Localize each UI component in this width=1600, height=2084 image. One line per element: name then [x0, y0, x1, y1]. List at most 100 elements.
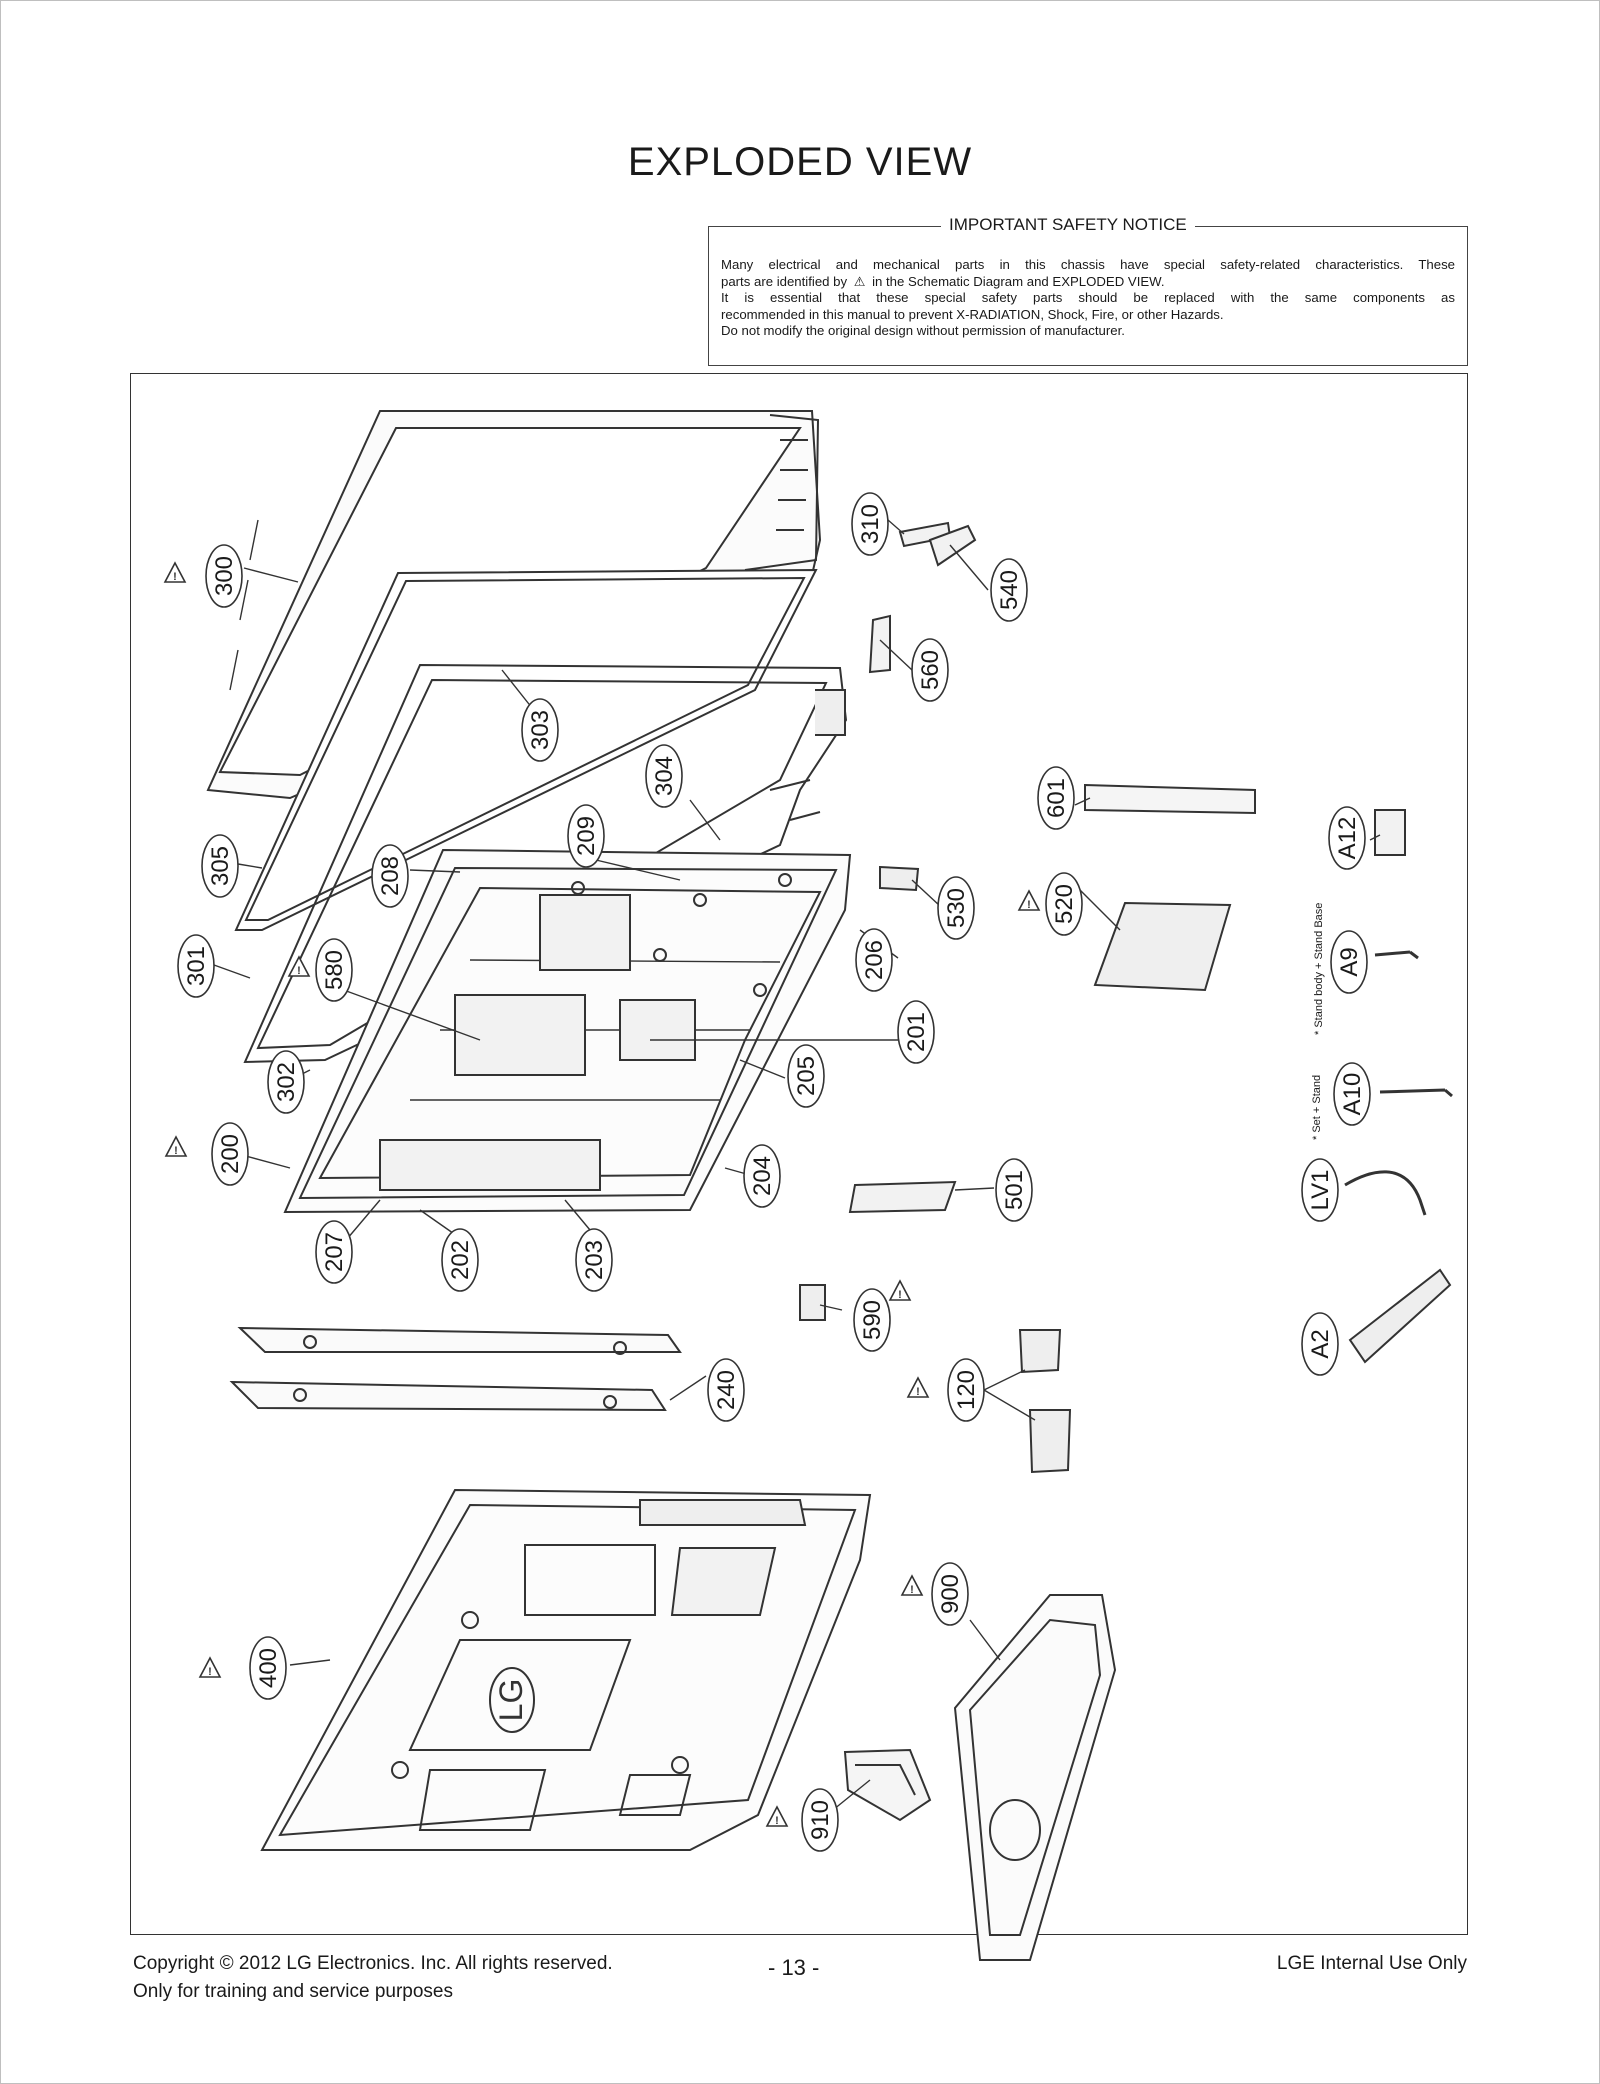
svg-text:207: 207 [321, 1232, 348, 1272]
warning-triangle-icon [1018, 890, 1040, 912]
callout-200: 200 [211, 1122, 249, 1186]
svg-text:A12: A12 [1334, 817, 1361, 860]
notice-line-2b: in the Schematic Diagram and EXPLODED VI… [872, 273, 1165, 289]
footer-internal-use: LGE Internal Use Only [1276, 1953, 1467, 1974]
svg-text:590: 590 [859, 1300, 886, 1340]
footer-copyright: Copyright © 2012 LG Electronics. Inc. Al… [133, 1953, 613, 1974]
notice-line-2a: parts are identified by [721, 273, 848, 289]
page-number: - 13 - [768, 1955, 820, 1980]
lg-logo: LG [493, 1679, 529, 1722]
svg-text:120: 120 [953, 1370, 980, 1410]
svg-text:900: 900 [937, 1574, 964, 1614]
svg-text:302: 302 [273, 1062, 300, 1102]
stand-bracket-part [229, 1326, 682, 1412]
callout-201: 201 [897, 1000, 935, 1064]
part-590-drawing [799, 1284, 826, 1321]
svg-text:300: 300 [211, 556, 238, 596]
callout-530: 530 [937, 876, 975, 940]
stand-base-part [953, 1594, 1117, 1961]
part-A9-drawing [1374, 950, 1419, 960]
notice-line-1: Many electrical and mechanical parts in … [721, 257, 1455, 272]
part-501-drawing [848, 1180, 957, 1214]
callout-520: 520 [1045, 872, 1083, 936]
part-LV1-drawing [1344, 1170, 1427, 1216]
svg-text:520: 520 [1051, 884, 1078, 924]
svg-text:204: 204 [749, 1156, 776, 1196]
svg-text:LV1: LV1 [1307, 1170, 1334, 1211]
part-520-drawing [1093, 901, 1232, 992]
svg-text:A9: A9 [1336, 947, 1363, 976]
svg-text:305: 305 [207, 846, 234, 886]
svg-text:310: 310 [857, 504, 884, 544]
part-601-drawing [1084, 783, 1256, 815]
callout-202: 202 [441, 1228, 479, 1292]
note-set-stand: * Set + Stand [1311, 1075, 1323, 1140]
warning-triangle-icon [901, 1575, 923, 1597]
callout-LV1: LV1 [1301, 1158, 1339, 1222]
callout-540: 540 [990, 558, 1028, 622]
callout-203: 203 [575, 1228, 613, 1292]
callout-206: 206 [855, 928, 893, 992]
part-A2-drawing [1348, 1268, 1452, 1364]
callout-300: 300 [205, 544, 243, 608]
callout-910: 910 [801, 1788, 839, 1852]
callout-304: 304 [645, 744, 683, 808]
part-A10-drawing [1379, 1088, 1453, 1098]
callout-305: 305 [201, 834, 239, 898]
svg-text:601: 601 [1043, 778, 1070, 818]
stand-body-part [843, 1748, 932, 1822]
svg-text:910: 910 [807, 1800, 834, 1840]
callout-560: 560 [911, 638, 949, 702]
footer-purpose: Only for training and service purposes [133, 1981, 453, 2002]
svg-text:203: 203 [581, 1240, 608, 1280]
part-540-drawing [928, 524, 977, 567]
callout-A2: A2 [1301, 1312, 1339, 1376]
svg-text:A10: A10 [1339, 1073, 1366, 1116]
callout-205: 205 [787, 1044, 825, 1108]
callout-302: 302 [267, 1050, 305, 1114]
warning-triangle-icon [199, 1657, 221, 1679]
callout-900: 900 [931, 1562, 969, 1626]
svg-text:501: 501 [1001, 1170, 1028, 1210]
diagram-frame [130, 373, 1468, 1935]
svg-text:208: 208 [377, 856, 404, 896]
notice-line-4: recommended in this manual to prevent X-… [721, 306, 1224, 322]
svg-text:A2: A2 [1307, 1329, 1334, 1358]
notice-line-5: Do not modify the original design withou… [721, 323, 1125, 338]
callout-A12: A12 [1328, 806, 1366, 870]
warning-triangle-icon [288, 956, 310, 978]
part-530-drawing [879, 865, 920, 892]
part-callouts: 300 310 540 560 303 304 305 209 208 601 … [177, 492, 1371, 1852]
callout-120: 120 [947, 1358, 985, 1422]
warning-triangle-icon [766, 1806, 788, 1828]
part-A12-drawing [1374, 809, 1406, 856]
svg-text:206: 206 [861, 940, 888, 980]
small-parts [799, 521, 1453, 1474]
svg-text:209: 209 [573, 816, 600, 856]
callout-501: 501 [995, 1158, 1033, 1222]
safety-notice-heading: IMPORTANT SAFETY NOTICE [941, 215, 1195, 235]
callout-303: 303 [521, 698, 559, 762]
svg-text:530: 530 [943, 888, 970, 928]
svg-text:240: 240 [713, 1370, 740, 1410]
callout-209: 209 [567, 804, 605, 868]
part-120-drawing-b [1028, 1409, 1072, 1474]
svg-text:202: 202 [447, 1240, 474, 1280]
callout-207: 207 [315, 1220, 353, 1284]
warning-triangle-icon [165, 1136, 187, 1158]
callout-A10: A10 [1333, 1062, 1371, 1126]
callout-301: 301 [177, 934, 215, 998]
callout-400: 400 [249, 1636, 287, 1700]
warning-triangle-icon [907, 1377, 929, 1399]
part-120-drawing-a [1018, 1329, 1062, 1374]
svg-text:560: 560 [917, 650, 944, 690]
warning-triangle-icon [164, 562, 186, 584]
callout-240: 240 [707, 1358, 745, 1422]
callout-208: 208 [371, 844, 409, 908]
warning-triangle-icon [889, 1280, 911, 1302]
svg-text:303: 303 [527, 710, 554, 750]
svg-text:540: 540 [996, 570, 1023, 610]
callout-A9: A9 [1330, 930, 1368, 994]
